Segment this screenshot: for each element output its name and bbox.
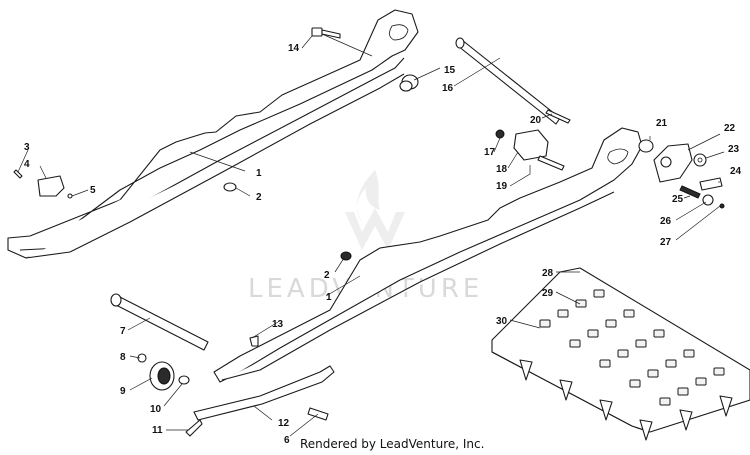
callout-25: 25 — [672, 194, 684, 205]
callout-30: 30 — [496, 316, 508, 327]
spacer-21 — [638, 139, 654, 153]
clip-5 — [67, 193, 73, 199]
nut-8 — [137, 353, 147, 363]
callout-14: 14 — [288, 43, 300, 54]
callout-22: 22 — [724, 123, 736, 134]
callout-6: 6 — [284, 435, 290, 446]
spring-25 — [679, 185, 701, 199]
callout-2-lower: 2 — [324, 270, 330, 281]
callout-11: 11 — [152, 425, 163, 436]
track-assembly — [491, 267, 750, 441]
callout-5: 5 — [90, 185, 96, 196]
bolt-13 — [249, 335, 259, 347]
bolt-14 — [311, 27, 341, 39]
nut-26 — [702, 194, 714, 206]
bolt-24 — [699, 177, 723, 191]
callout-27: 27 — [660, 237, 672, 248]
callout-10: 10 — [150, 404, 162, 415]
washer-23 — [693, 153, 707, 167]
pin-27 — [719, 203, 725, 209]
pin-3 — [13, 169, 23, 179]
callout-23: 23 — [728, 144, 740, 155]
rail-lower — [213, 127, 643, 383]
callout-29: 29 — [542, 288, 554, 299]
track-clips — [539, 289, 725, 406]
rail-upper — [7, 9, 419, 259]
washer-10 — [178, 375, 190, 385]
bolt-20 — [545, 109, 571, 124]
callout-21: 21 — [656, 118, 668, 129]
bolt-11 — [185, 419, 203, 437]
watermark-logo — [345, 170, 405, 250]
washer-2-lower — [340, 251, 352, 261]
callout-16: 16 — [442, 83, 454, 94]
washer-2-upper — [223, 182, 237, 192]
render-credit: Rendered by LeadVenture, Inc. — [300, 437, 485, 451]
callout-19: 19 — [496, 181, 508, 192]
callout-15: 15 — [444, 65, 456, 76]
callout-2-upper: 2 — [256, 192, 262, 203]
callout-20: 20 — [530, 115, 542, 126]
callout-1-lower: 1 — [326, 292, 332, 303]
bolt-19 — [537, 155, 565, 171]
shaft-16 — [455, 37, 561, 125]
callout-24: 24 — [730, 166, 742, 177]
callout-1-upper: 1 — [256, 168, 262, 179]
callout-7: 7 — [120, 326, 126, 337]
callout-18: 18 — [496, 164, 508, 175]
callout-13: 13 — [272, 319, 284, 330]
callout-9: 9 — [120, 386, 126, 397]
callout-4: 4 — [24, 159, 30, 170]
track-lugs — [519, 359, 733, 441]
callout-28: 28 — [542, 268, 554, 279]
callout-17: 17 — [484, 147, 496, 158]
callout-3: 3 — [24, 142, 30, 153]
leader-lines — [17, 33, 725, 437]
tensioner-block-22 — [653, 143, 693, 183]
wheel-9 — [149, 361, 175, 391]
callout-8: 8 — [120, 352, 126, 363]
callout-26: 26 — [660, 216, 672, 227]
block-4 — [37, 175, 65, 197]
callout-labels: 1 1 2 2 3 4 5 6 7 8 9 10 11 12 13 14 15 … — [24, 43, 742, 446]
callout-12: 12 — [278, 418, 290, 429]
nut-17 — [495, 129, 505, 139]
block-18 — [513, 129, 549, 161]
shaft-7 — [110, 293, 209, 351]
spacer-15 — [399, 74, 419, 92]
